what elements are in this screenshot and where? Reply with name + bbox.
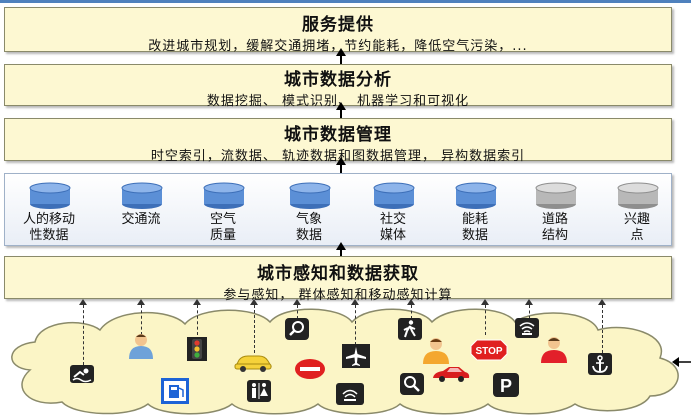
input-arrow-icon (672, 357, 691, 367)
service-layer-title: 服务提供 (302, 15, 374, 35)
analysis-layer: 城市数据分析 数据挖掘、 模式识别、 机器学习和可视化 (4, 64, 672, 109)
data-sources-layer: 人的移动性数据 交通流 空气质量 气象数据 社交媒体 能耗数据 道路结构 兴趣点 (4, 173, 672, 246)
sensing-layer-subtitle: 参与感知， 群体感知和移动感知计算 (223, 288, 453, 303)
source-air-quality: 空气质量 (181, 174, 265, 247)
source-energy: 能耗数据 (433, 174, 517, 247)
database-icon (535, 182, 577, 209)
restroom-icon (247, 380, 271, 402)
service-layer: 服务提供 改进城市规划，缓解交通拥堵，节约能耗，降低空气污染，... (4, 7, 672, 54)
sensor-link (79, 299, 87, 365)
arrow-sources-to-management (336, 157, 346, 173)
radio-icon (336, 383, 364, 405)
airport-icon (342, 344, 370, 368)
source-label-2: 数据 (461, 228, 488, 243)
analysis-layer-subtitle: 数据挖掘、 模式识别、 机器学习和可视化 (206, 94, 470, 109)
source-label-1: 兴趣 (623, 212, 650, 227)
source-label-1: 气象 (295, 212, 322, 227)
taxi-icon (234, 355, 272, 372)
sensor-link (137, 299, 145, 335)
parking-icon: P (493, 373, 519, 397)
arrow-management-to-analysis (336, 102, 346, 118)
no-entry-icon (295, 359, 325, 379)
user-icon (423, 338, 449, 364)
source-human-mobility: 人的移动性数据 (7, 174, 91, 247)
sensor-link (351, 299, 359, 345)
stop-sign-text: STOP (475, 346, 502, 357)
source-poi: 兴趣点 (595, 174, 679, 247)
management-layer-subtitle: 时空索引，流数据、 轨迹数据和图数据管理， 异构数据索引 (150, 149, 526, 164)
database-icon (455, 182, 497, 209)
magnifier-icon (400, 373, 424, 395)
management-layer: 城市数据管理 时空索引，流数据、 轨迹数据和图数据管理， 异构数据索引 (4, 118, 672, 164)
database-icon (121, 182, 163, 209)
swimmer-icon (70, 365, 94, 383)
user-icon (541, 337, 567, 363)
database-icon (373, 182, 415, 209)
database-icon (29, 182, 71, 209)
source-label-2: 质量 (209, 228, 236, 243)
sensor-link (407, 299, 415, 319)
arrow-analysis-to-service (336, 48, 346, 64)
user-icon (129, 334, 153, 359)
sensor-link (193, 299, 201, 335)
database-icon (289, 182, 331, 209)
source-traffic-flow: 交通流 (99, 174, 183, 247)
wifi-icon (515, 318, 539, 338)
sensor-link (250, 299, 258, 353)
source-label-1: 空气 (209, 212, 236, 227)
car-icon (433, 367, 470, 382)
database-icon (203, 182, 245, 209)
fuel-icon (161, 378, 189, 404)
top-accent-line (0, 0, 691, 3)
source-weather: 气象数据 (267, 174, 351, 247)
management-layer-title: 城市数据管理 (284, 125, 392, 145)
traffic-light-icon (187, 337, 207, 361)
anchor-icon (588, 353, 612, 375)
sensor-link (525, 299, 533, 319)
source-label-1: 人的移动 (22, 212, 75, 227)
walking-icon (398, 318, 422, 340)
source-label-1: 社交 (379, 212, 406, 227)
parking-letter: P (500, 376, 512, 396)
source-label-2: 结构 (541, 228, 568, 243)
arrow-sensing-to-sources (336, 242, 346, 256)
sensor-link (598, 299, 606, 353)
search-icon (285, 318, 309, 340)
source-social-media: 社交媒体 (351, 174, 435, 247)
sensor-link (293, 299, 301, 319)
sensor-link (481, 299, 489, 335)
service-layer-subtitle: 改进城市规划，缓解交通拥堵，节约能耗，降低空气污染，... (148, 39, 528, 54)
database-icon (617, 182, 659, 209)
source-label-1: 交通流 (121, 212, 161, 227)
source-label-2: 性数据 (29, 228, 69, 243)
stop-sign-icon: STOP (470, 339, 508, 361)
sensing-layer: 城市感知和数据获取 参与感知， 群体感知和移动感知计算 (4, 256, 672, 303)
source-label-2: 数据 (295, 228, 322, 243)
source-label-1: 能耗 (461, 212, 488, 227)
analysis-layer-title: 城市数据分析 (284, 70, 392, 90)
source-road-network: 道路结构 (513, 174, 597, 247)
source-label-1: 道路 (541, 212, 568, 227)
source-label-2: 点 (630, 228, 644, 243)
sensing-layer-title: 城市感知和数据获取 (257, 264, 419, 284)
source-label-2: 媒体 (379, 228, 406, 243)
